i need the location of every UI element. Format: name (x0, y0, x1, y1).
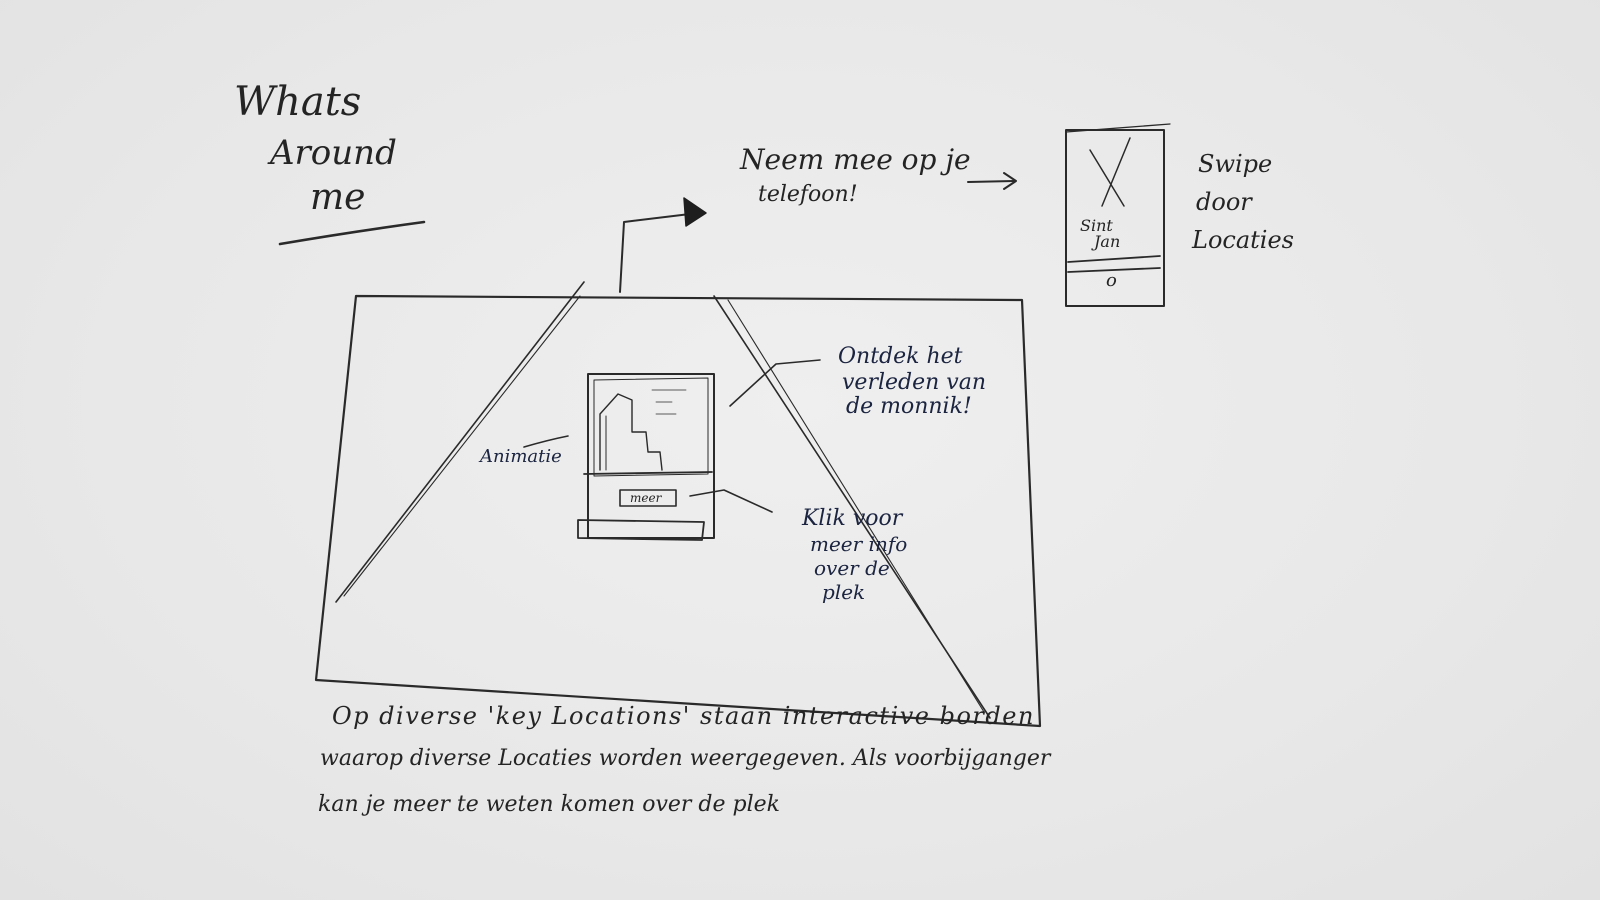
annotation-klik-line-4: plek (822, 580, 866, 604)
phone-outline (1065, 129, 1165, 307)
swipe-note-line-3: Locaties (1192, 226, 1294, 254)
swipe-note-line-1: Swipe (1198, 150, 1273, 178)
board-divider (583, 471, 713, 475)
annotation-klik-line-3: over de (814, 556, 890, 580)
phone-home-button: o (1106, 270, 1117, 291)
title-underline (278, 220, 426, 246)
leader-ontdek (729, 359, 821, 407)
arrow-up-head (683, 197, 707, 227)
phone-divider-1 (1067, 255, 1161, 263)
description-line-2: waarop diverse Locaties worden weergegev… (320, 746, 1051, 771)
board-button-outline (619, 489, 677, 507)
swipe-note-line-2: door (1196, 188, 1252, 216)
title-line-1: Whats (234, 79, 362, 125)
phone-location-label-line-1: Sint (1080, 216, 1113, 235)
street-frame (314, 294, 1042, 728)
phone-note-line-2: telefoon! (758, 182, 858, 207)
road-line-left-2 (343, 295, 581, 597)
board-panel (587, 373, 715, 539)
annotation-ontdek-line-1: Ontdek het (838, 344, 963, 369)
phone-outline-top (1065, 123, 1171, 133)
arrow-right-head (1003, 172, 1017, 190)
leader-animatie (523, 435, 569, 448)
phone-image-cross-1 (1089, 149, 1125, 207)
board-button-label: meer (630, 491, 662, 505)
arrow-up-stem (619, 213, 691, 293)
title-line-2: Around (270, 133, 397, 173)
phone-divider-2 (1067, 267, 1161, 273)
phone-location-label-line-2: Jan (1094, 232, 1121, 251)
board-building (599, 393, 663, 471)
description-line-1: Op diverse 'key Locations' staan interac… (332, 702, 1035, 730)
arrow-right-line (967, 180, 1015, 183)
annotation-ontdek-line-2: verleden van (842, 370, 986, 395)
title-line-3: me (310, 177, 366, 218)
road-line-left (335, 281, 585, 603)
description-line-3: kan je meer te weten komen over de plek (318, 792, 780, 817)
leader-klik (689, 489, 773, 513)
phone-image-cross-2 (1101, 137, 1131, 207)
board-panel-base (577, 519, 705, 541)
annotation-animatie: Animatie (480, 446, 562, 467)
board-panel-inner (593, 377, 709, 477)
annotation-klik-line-2: meer info (810, 532, 908, 556)
phone-note-line-1: Neem mee op je (740, 143, 971, 176)
annotation-ontdek-line-3: de monnik! (846, 394, 972, 419)
annotation-klik-line-1: Klik voor (802, 506, 903, 531)
